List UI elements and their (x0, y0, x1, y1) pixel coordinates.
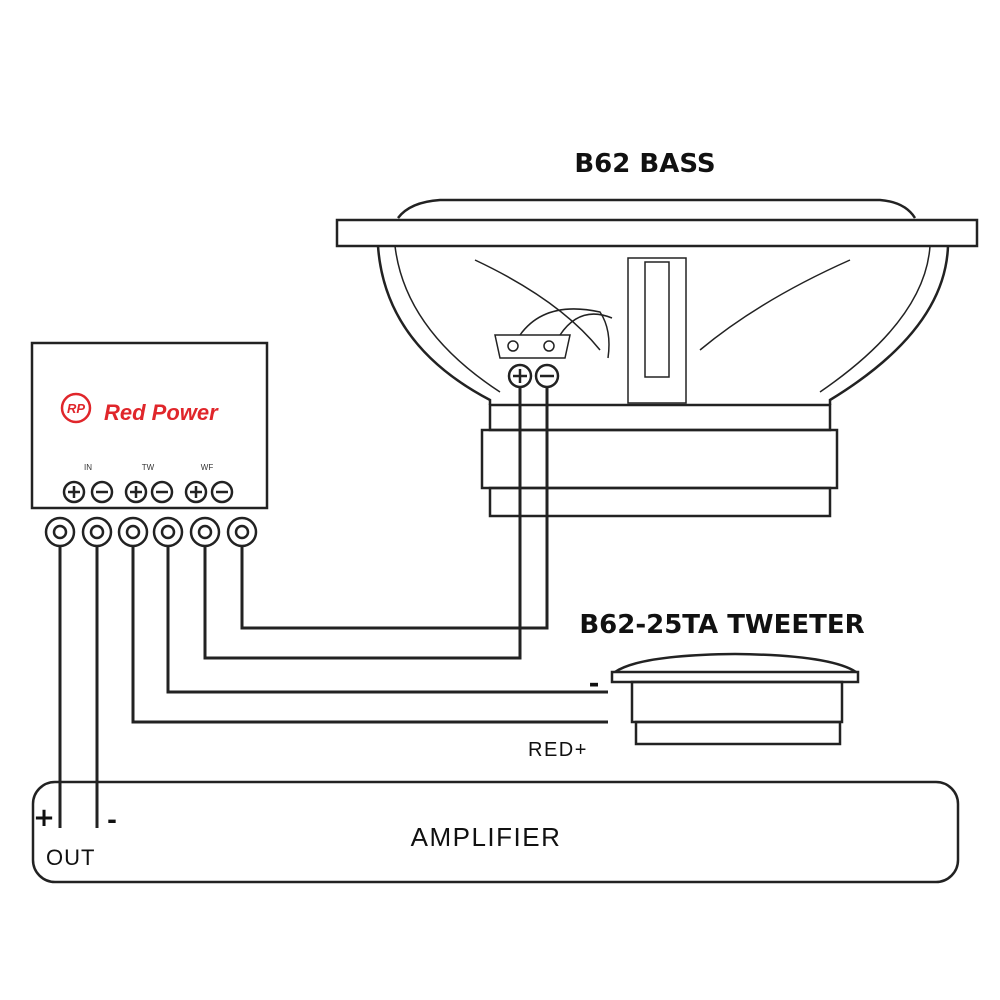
tweeter-minus-label: - (589, 669, 600, 699)
brand-name: Red Power (104, 400, 219, 425)
crossover-box: RP Red Power IN TW WF (30, 341, 269, 548)
amplifier-title: AMPLIFIER (411, 822, 562, 852)
tweeter-title: B62-25TA TWEETER (579, 610, 864, 640)
amplifier-minus-label: - (107, 806, 117, 834)
bass-title: B62 BASS (574, 149, 715, 179)
polarity-markers (62, 480, 234, 504)
amplifier: AMPLIFIER + - OUT (31, 780, 960, 884)
screw-terminals (44, 516, 258, 548)
group-label-wf: WF (201, 463, 214, 472)
wire-tw-plus (131, 546, 608, 724)
tweeter: B62-25TA TWEETER - RED+ (528, 610, 865, 761)
bass-speaker: B62 BASS (335, 149, 979, 518)
amplifier-out-label: OUT (46, 845, 95, 870)
group-label-tw: TW (142, 463, 155, 472)
wire-tw-minus (166, 546, 608, 694)
wire-wf-plus (203, 387, 522, 660)
logo-lettering: RP (67, 401, 85, 416)
amplifier-plus-label: + (33, 803, 55, 833)
tweeter-red-plus-label: RED+ (528, 739, 588, 761)
wires (58, 387, 608, 828)
group-label-in: IN (84, 463, 92, 472)
red-power-logo (60, 392, 92, 424)
wire-wf-minus (240, 387, 549, 630)
